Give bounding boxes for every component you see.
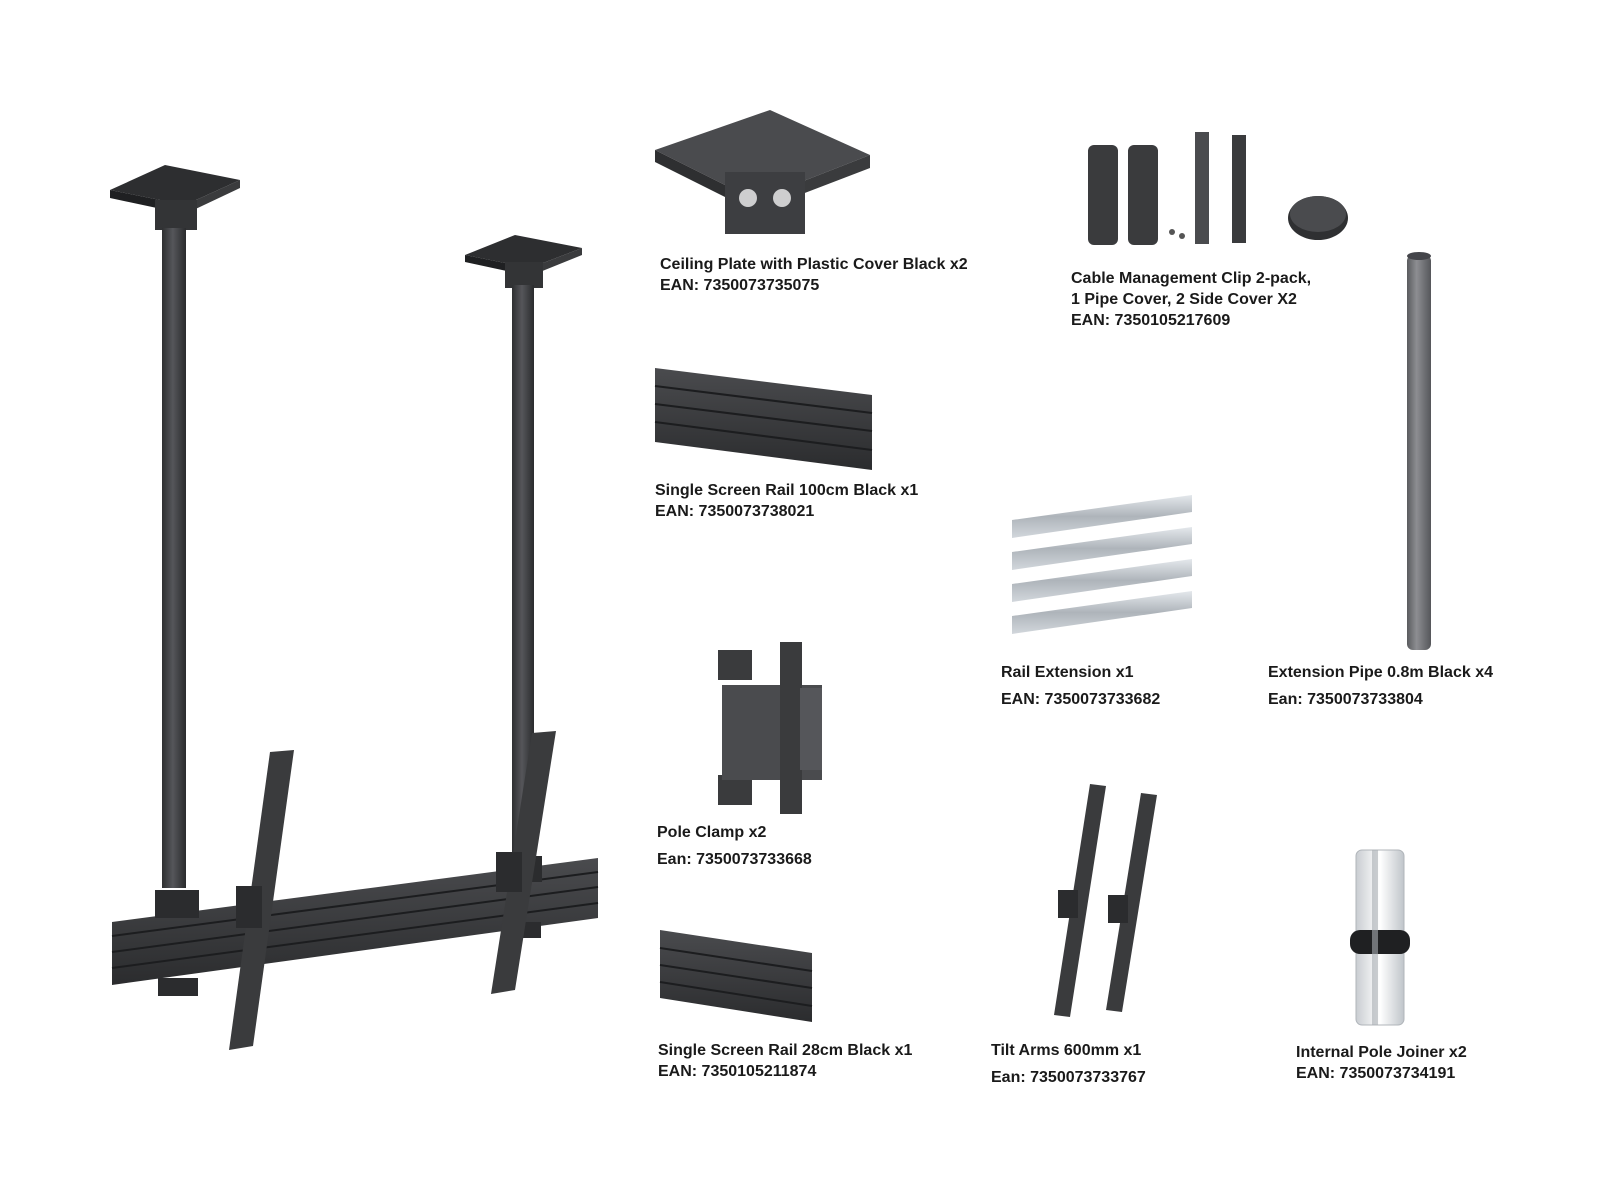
caption-pole-clamp: Pole Clamp x2 Ean: 7350073733668 [657,822,812,870]
caption-ceiling-plate: Ceiling Plate with Plastic Cover Black x… [660,254,968,296]
assembled-ceiling-mount [110,165,599,1050]
item-ean: EAN: 7350073738021 [655,503,815,520]
pole-left [162,228,186,888]
single-screen-rail-100cm-image [654,368,873,470]
screen-rail-assembled [112,858,598,985]
item-ean: EAN: 7350105211874 [658,1063,817,1080]
item-ean: Ean: 7350073733767 [991,1069,1146,1086]
item-name: Tilt Arms 600mm x1 [991,1042,1142,1059]
item-ean: Ean: 7350073733804 [1268,691,1423,708]
item-ean: EAN: 7350073733682 [1001,691,1161,708]
pole-right [512,285,534,860]
item-name: Extension Pipe 0.8m Black x4 [1268,664,1493,681]
tilt-arms-image [1054,784,1157,1017]
ceiling-plate-image [655,110,870,234]
item-name: Single Screen Rail 28cm Black x1 [658,1042,913,1059]
caption-tilt-arms: Tilt Arms 600mm x1 Ean: 7350073733767 [991,1040,1146,1088]
item-name: Single Screen Rail 100cm Black x1 [655,482,919,499]
caption-rail-extension: Rail Extension x1 EAN: 7350073733682 [1001,662,1160,710]
single-screen-rail-28cm-image [659,930,813,1022]
item-name: Rail Extension x1 [1001,664,1134,681]
caption-cable-management-clip: Cable Management Clip 2-pack, 1 Pipe Cov… [1071,268,1311,331]
item-ean: EAN: 7350105217609 [1071,312,1231,329]
item-ean: EAN: 7350073734191 [1296,1065,1456,1082]
item-name: Cable Management Clip 2-pack, [1071,270,1312,287]
caption-extension-pipe: Extension Pipe 0.8m Black x4 Ean: 735007… [1268,662,1493,710]
item-name: Pole Clamp x2 [657,824,767,841]
item-name-line2: 1 Pipe Cover, 2 Side Cover X2 [1071,291,1297,308]
caption-internal-pole-joiner: Internal Pole Joiner x2 EAN: 73500737341… [1296,1042,1467,1084]
item-name: Internal Pole Joiner x2 [1296,1044,1467,1061]
cable-management-clip-image [1088,132,1348,245]
item-name: Ceiling Plate with Plastic Cover Black x… [660,256,968,273]
caption-single-screen-rail-28cm: Single Screen Rail 28cm Black x1 EAN: 73… [658,1040,912,1082]
ceiling-plate-left [110,165,240,205]
rail-extension-image [1012,495,1192,634]
item-ean: Ean: 7350073733668 [657,851,812,868]
item-ean: EAN: 7350073735075 [660,277,820,294]
ceiling-plate-right [465,235,582,268]
extension-pipe-image [1407,252,1431,650]
caption-single-screen-rail-100cm: Single Screen Rail 100cm Black x1 EAN: 7… [655,480,918,522]
pole-clamp-image [718,642,822,814]
internal-pole-joiner-image [1350,849,1410,1026]
tilt-arm-right [491,731,556,994]
